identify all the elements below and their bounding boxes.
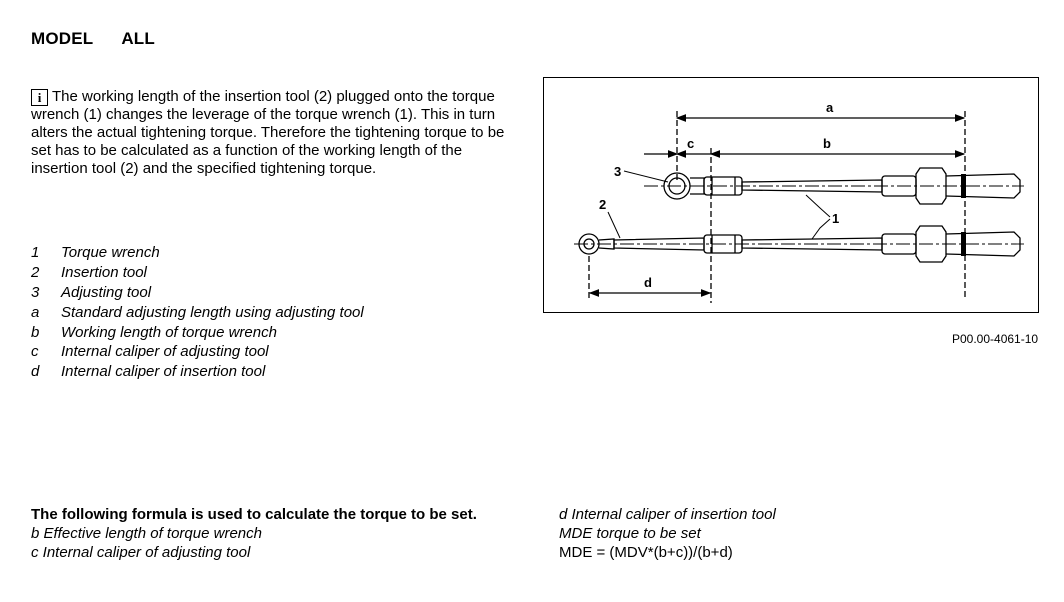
legend-label: Internal caliper of adjusting tool bbox=[61, 343, 269, 361]
legend-key: 3 bbox=[31, 283, 40, 301]
legend-key: 2 bbox=[31, 263, 40, 281]
legend-item: b Working length of torque wrench bbox=[31, 323, 364, 343]
formula-right: d Internal caliper of insertion tool MDE… bbox=[559, 505, 776, 562]
dimension-c-b: c b bbox=[644, 136, 966, 303]
formula-equation: MDE = (MDV*(b+c))/(b+d) bbox=[559, 544, 733, 561]
legend-key: 1 bbox=[31, 244, 40, 261]
legend-item: a Standard adjusting length using adjusti… bbox=[31, 303, 364, 323]
legend-item: 2 Insertion tool bbox=[31, 263, 364, 283]
label-c: c bbox=[687, 136, 694, 151]
torque-wrench-diagram: a c b bbox=[574, 100, 1024, 303]
label-d: d bbox=[644, 275, 652, 290]
legend-item: 3 Adjusting tool bbox=[31, 283, 364, 303]
formula-left: The following formula is used to calcula… bbox=[31, 505, 477, 562]
formula-def-d: d Internal caliper of insertion tool bbox=[559, 506, 776, 523]
legend-label: Torque wrench bbox=[61, 244, 160, 261]
upper-torque-wrench bbox=[644, 167, 1024, 205]
legend-item: d Internal caliper of insertion tool bbox=[31, 362, 364, 382]
lower-torque-wrench bbox=[574, 225, 1024, 263]
legend-key: d bbox=[31, 363, 40, 381]
info-text: The working length of the insertion tool… bbox=[31, 88, 505, 177]
torque-wrench-figure: a c b bbox=[543, 77, 1039, 313]
formula-title: The following formula is used to calcula… bbox=[31, 506, 477, 523]
legend-list: 1 Torque wrench 2 Insertion tool 3 Adjustin… bbox=[31, 243, 364, 382]
model-value: ALL bbox=[121, 29, 155, 48]
formula-def-b: b Effective length of torque wrench bbox=[31, 525, 262, 542]
legend-label: Adjusting tool bbox=[61, 283, 152, 301]
legend-key: a bbox=[31, 303, 40, 321]
formula-def-mde: MDE torque to be set bbox=[559, 525, 701, 542]
dimension-d: d bbox=[588, 256, 712, 298]
model-header: MODEL ALL bbox=[31, 29, 155, 49]
callout-3: 3 bbox=[614, 164, 621, 179]
legend-key: c bbox=[31, 343, 39, 361]
model-label: MODEL bbox=[31, 29, 94, 48]
callout-1: 1 bbox=[832, 211, 839, 226]
legend-item: 1 Torque wrench bbox=[31, 243, 364, 263]
dimension-a: a bbox=[675, 100, 966, 298]
legend-item: c Internal caliper of adjusting tool bbox=[31, 342, 364, 362]
figure-id: P00.00-4061-10 bbox=[952, 332, 1039, 346]
legend-label: Working length of torque wrench bbox=[61, 323, 277, 341]
formula-def-c: c Internal caliper of adjusting tool bbox=[31, 544, 251, 561]
legend-label: Insertion tool bbox=[61, 263, 147, 281]
callout-2: 2 bbox=[599, 197, 606, 212]
legend-key: b bbox=[31, 323, 40, 341]
legend-label: Standard adjusting length using adjustin… bbox=[61, 303, 364, 321]
label-b: b bbox=[823, 136, 831, 151]
info-icon: i bbox=[31, 89, 48, 106]
legend-label: Internal caliper of insertion tool bbox=[61, 363, 266, 381]
label-a: a bbox=[826, 100, 834, 115]
callouts: 3 2 1 bbox=[599, 164, 839, 240]
